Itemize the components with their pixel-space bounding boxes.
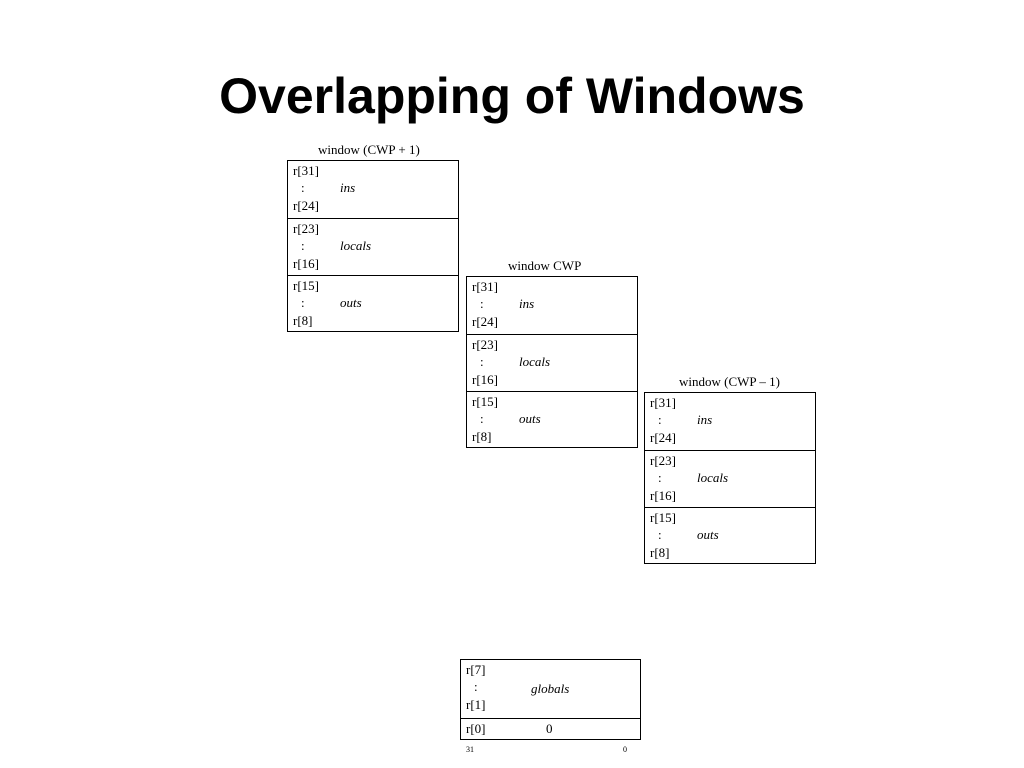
- window-label: window (CWP – 1): [679, 374, 780, 389]
- group-name: locals: [519, 354, 551, 369]
- range-dots: :: [480, 354, 484, 369]
- register-window: r[31] : r[24] ins r[23] : r[16] locals r…: [644, 392, 816, 564]
- window-label: window CWP: [508, 258, 582, 273]
- range-dots: :: [480, 296, 484, 311]
- register-label: r[23]: [293, 221, 319, 236]
- register-label: r[31]: [293, 163, 319, 178]
- register-label: r[15]: [293, 278, 319, 293]
- ins-block: r[31] : r[24] ins: [467, 277, 637, 334]
- register-label: r[23]: [472, 337, 498, 352]
- register-label: r[31]: [472, 279, 498, 294]
- range-dots: :: [658, 470, 662, 485]
- register-label: r[8]: [293, 313, 313, 328]
- register-label: r[0]: [466, 721, 486, 736]
- group-name: outs: [697, 527, 719, 542]
- register-label: r[31]: [650, 395, 676, 410]
- outs-block: r[15] : r[8] outs: [645, 507, 815, 564]
- group-name: locals: [340, 238, 372, 253]
- zero-register-row: r[0] 0: [461, 718, 640, 740]
- ins-block: r[31] : r[24] ins: [288, 161, 458, 218]
- range-dots: :: [301, 238, 305, 253]
- register-label: r[16]: [293, 256, 319, 271]
- register-label: r[23]: [650, 453, 676, 468]
- bit-index-low: 0: [623, 745, 627, 754]
- slide-title: Overlapping of Windows: [219, 68, 805, 124]
- register-label: r[24]: [650, 430, 676, 445]
- locals-block: r[23] : r[16] locals: [645, 450, 815, 507]
- ins-block: r[31] : r[24] ins: [645, 393, 815, 450]
- range-dots: :: [658, 527, 662, 542]
- register-label: r[24]: [472, 314, 498, 329]
- register-label: r[16]: [650, 488, 676, 503]
- globals-block: r[7] : r[1] globals: [461, 660, 640, 718]
- range-dots: :: [301, 180, 305, 195]
- group-name: outs: [340, 295, 362, 310]
- zero-value: 0: [546, 721, 553, 736]
- register-label: r[1]: [466, 697, 486, 712]
- range-dots: :: [480, 411, 484, 426]
- register-label: r[15]: [650, 510, 676, 525]
- range-dots: :: [474, 679, 478, 694]
- register-label: r[15]: [472, 394, 498, 409]
- locals-block: r[23] : r[16] locals: [288, 218, 458, 275]
- globals-register-box: r[7] : r[1] globals r[0] 0: [460, 659, 641, 740]
- group-name: globals: [531, 681, 570, 696]
- register-window: r[31] : r[24] ins r[23] : r[16] locals r…: [466, 276, 638, 448]
- group-name: ins: [697, 412, 713, 427]
- window-label: window (CWP + 1): [318, 142, 420, 157]
- group-name: outs: [519, 411, 541, 426]
- outs-block: r[15] : r[8] outs: [288, 275, 458, 332]
- outs-block: r[15] : r[8] outs: [467, 391, 637, 448]
- register-label: r[16]: [472, 372, 498, 387]
- group-name: ins: [519, 296, 535, 311]
- locals-block: r[23] : r[16] locals: [467, 334, 637, 391]
- register-label: r[8]: [650, 545, 670, 560]
- group-name: locals: [697, 470, 729, 485]
- range-dots: :: [301, 295, 305, 310]
- register-label: r[7]: [466, 662, 486, 677]
- register-window: r[31] : r[24] ins r[23] : r[16] locals r…: [287, 160, 459, 332]
- range-dots: :: [658, 412, 662, 427]
- bit-index-high: 31: [466, 745, 474, 754]
- register-label: r[24]: [293, 198, 319, 213]
- group-name: ins: [340, 180, 356, 195]
- register-label: r[8]: [472, 429, 492, 444]
